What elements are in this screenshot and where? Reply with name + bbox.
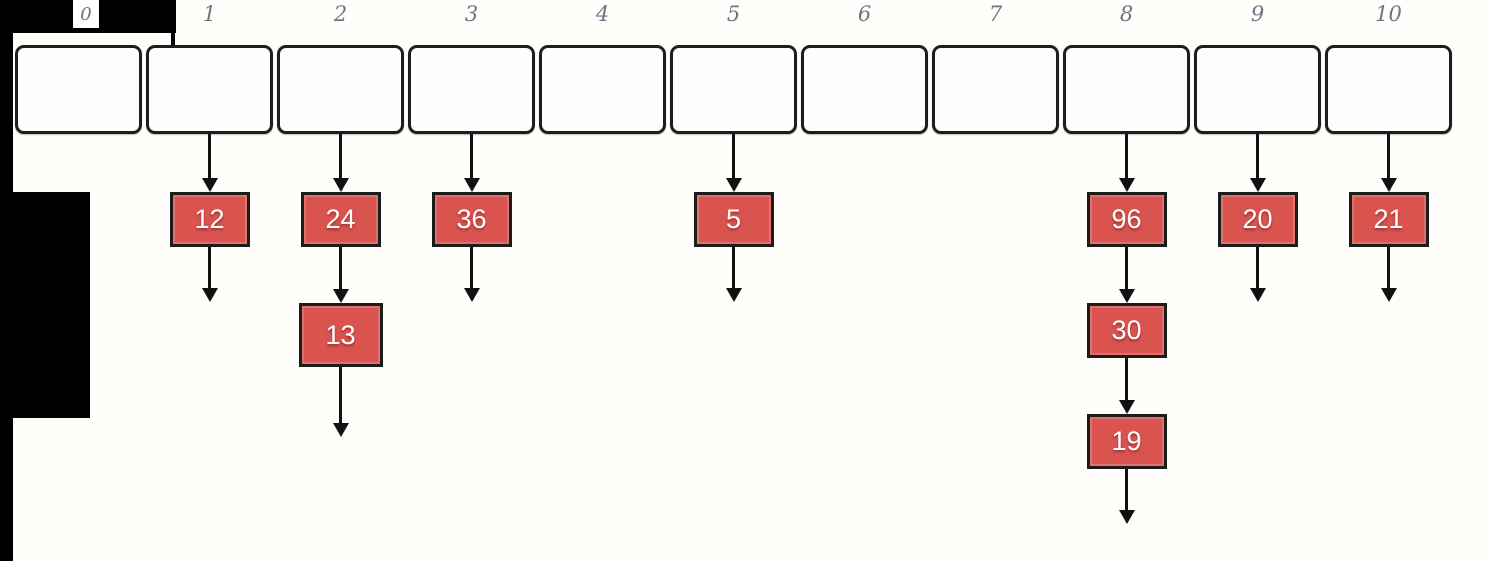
- null-terminator-arrow-line: [339, 367, 342, 424]
- node-link-arrow-line: [339, 247, 342, 290]
- null-terminator-arrow-arrowhead: [332, 423, 349, 437]
- chain-node: 13: [298, 303, 383, 367]
- bucket-index-label: 8: [1119, 2, 1134, 26]
- chain-node: 36: [431, 192, 512, 247]
- chain-node: 21: [1348, 192, 1429, 247]
- node-link-arrow-line: [1125, 247, 1128, 290]
- bucket-10-arrow-arrowhead: [1380, 178, 1397, 192]
- null-terminator-arrow-line: [1256, 247, 1259, 289]
- bucket-index-label: 1: [202, 2, 217, 26]
- bucket-0: [15, 45, 142, 134]
- bucket-2: [277, 45, 404, 134]
- chain-node: 12: [169, 192, 250, 247]
- bucket-5-arrow-line: [732, 134, 735, 179]
- node-link-arrow-arrowhead: [1118, 400, 1135, 414]
- bucket-1-arrow-line: [208, 134, 211, 179]
- bucket-8-arrow-line: [1125, 134, 1128, 179]
- bucket-index-label: 0: [80, 3, 92, 25]
- null-terminator-arrow-arrowhead: [1380, 288, 1397, 302]
- bucket-index-label: 2: [333, 2, 348, 26]
- bucket-8-arrow-arrowhead: [1118, 178, 1135, 192]
- bucket-5-arrow-arrowhead: [725, 178, 742, 192]
- null-terminator-arrow-arrowhead: [463, 288, 480, 302]
- bucket-2-arrow-arrowhead: [332, 178, 349, 192]
- null-terminator-arrow-line: [208, 247, 211, 289]
- bucket-6: [801, 45, 928, 134]
- node-link-arrow-arrowhead: [1118, 289, 1135, 303]
- null-terminator-arrow-line: [1125, 469, 1128, 511]
- bucket-4: [539, 45, 666, 134]
- chain-node: 30: [1086, 303, 1167, 358]
- chain-node: 19: [1086, 414, 1167, 469]
- bucket-9-arrow-line: [1256, 134, 1259, 179]
- chain-node: 96: [1086, 192, 1167, 247]
- null-terminator-arrow-line: [1387, 247, 1390, 289]
- bucket-index-label-0-box: 0: [73, 0, 99, 28]
- bucket-1-arrow-arrowhead: [201, 178, 218, 192]
- null-terminator-arrow-arrowhead: [725, 288, 742, 302]
- null-terminator-arrow-arrowhead: [1249, 288, 1266, 302]
- bucket-index-label: 10: [1375, 2, 1402, 26]
- bucket-index-label: 9: [1250, 2, 1265, 26]
- bucket-1: [146, 45, 273, 134]
- bucket-3: [408, 45, 535, 134]
- null-terminator-arrow-arrowhead: [1118, 510, 1135, 524]
- bucket-index-label: 7: [988, 2, 1003, 26]
- bucket-8: [1063, 45, 1190, 134]
- bucket-index-label: 5: [726, 2, 741, 26]
- bucket-index-label: 6: [857, 2, 872, 26]
- null-terminator-arrow-arrowhead: [201, 288, 218, 302]
- bucket-2-arrow-line: [339, 134, 342, 179]
- bucket-9: [1194, 45, 1321, 134]
- chain-node: 24: [300, 192, 381, 247]
- bucket-5: [670, 45, 797, 134]
- bucket-index-label: 3: [464, 2, 479, 26]
- redaction-mid-left-block: [0, 192, 90, 418]
- null-terminator-arrow-line: [470, 247, 473, 289]
- bucket-3-arrow-arrowhead: [463, 178, 480, 192]
- chain-node: 5: [693, 192, 774, 247]
- chain-node: 20: [1217, 192, 1298, 247]
- bucket-3-arrow-line: [470, 134, 473, 179]
- bucket-10-arrow-line: [1387, 134, 1390, 179]
- bucket-7: [932, 45, 1059, 134]
- bucket-9-arrow-arrowhead: [1249, 178, 1266, 192]
- bucket-10: [1325, 45, 1452, 134]
- null-terminator-arrow-line: [732, 247, 735, 289]
- node-link-arrow-arrowhead: [332, 289, 349, 303]
- node-link-arrow-line: [1125, 358, 1128, 401]
- bucket-index-label: 4: [595, 2, 610, 26]
